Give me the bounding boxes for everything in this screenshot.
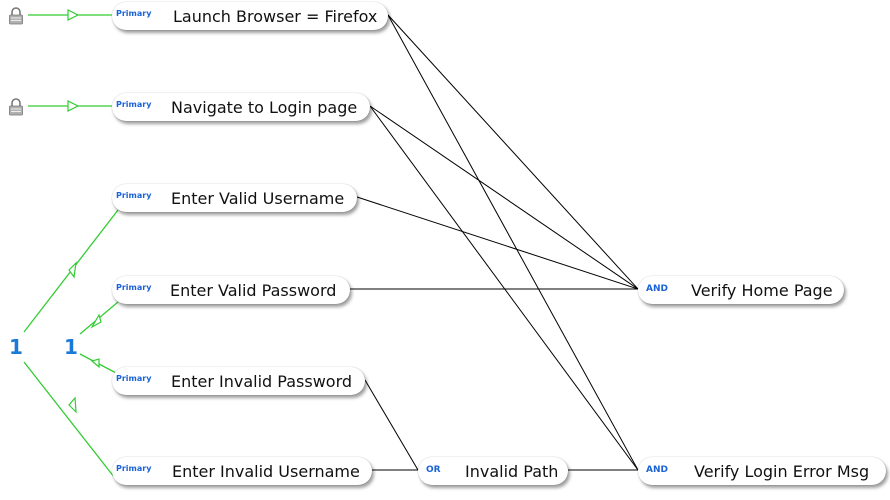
- lock-icon: [9, 98, 23, 116]
- node-tag: Primary: [116, 9, 152, 18]
- node-tag: Primary: [116, 374, 152, 383]
- node-invalid-path[interactable]: OR Invalid Path: [418, 457, 568, 485]
- node-navigate-login[interactable]: Primary Navigate to Login page: [112, 93, 370, 121]
- node-valid-password[interactable]: Primary Enter Valid Password: [112, 276, 350, 304]
- node-tag: AND: [646, 284, 668, 294]
- node-verify-home[interactable]: AND Verify Home Page: [638, 276, 844, 304]
- node-tag: Primary: [116, 191, 152, 200]
- green-wires: [23, 14, 119, 483]
- node-label: Enter Valid Password: [170, 281, 337, 300]
- count-label-outer: 1: [9, 335, 23, 359]
- node-tag: OR: [426, 465, 441, 475]
- count-label-inner: 1: [64, 335, 78, 359]
- node-invalid-username[interactable]: Primary Enter Invalid Username: [112, 457, 372, 485]
- node-tag: AND: [646, 465, 668, 475]
- node-launch-browser[interactable]: Primary Launch Browser = Firefox: [112, 2, 388, 30]
- node-label: Verify Login Error Msg: [694, 462, 870, 481]
- node-tag: Primary: [116, 100, 152, 109]
- node-valid-username[interactable]: Primary Enter Valid Username: [112, 184, 357, 212]
- node-label: Verify Home Page: [691, 281, 833, 300]
- node-label: Enter Valid Username: [171, 189, 345, 208]
- node-tag: Primary: [116, 464, 152, 473]
- green-arrowheads: [67, 9, 102, 414]
- lock-icon: [9, 7, 23, 25]
- node-label: Enter Invalid Username: [172, 462, 360, 481]
- node-label: Navigate to Login page: [171, 98, 358, 117]
- node-tag: Primary: [116, 283, 152, 292]
- node-verify-error[interactable]: AND Verify Login Error Msg: [638, 457, 886, 485]
- node-invalid-password[interactable]: Primary Enter Invalid Password: [112, 367, 365, 395]
- node-label: Invalid Path: [465, 462, 559, 481]
- node-label: Enter Invalid Password: [171, 372, 353, 391]
- black-wires: [350, 14, 639, 471]
- node-label: Launch Browser = Firefox: [173, 7, 378, 26]
